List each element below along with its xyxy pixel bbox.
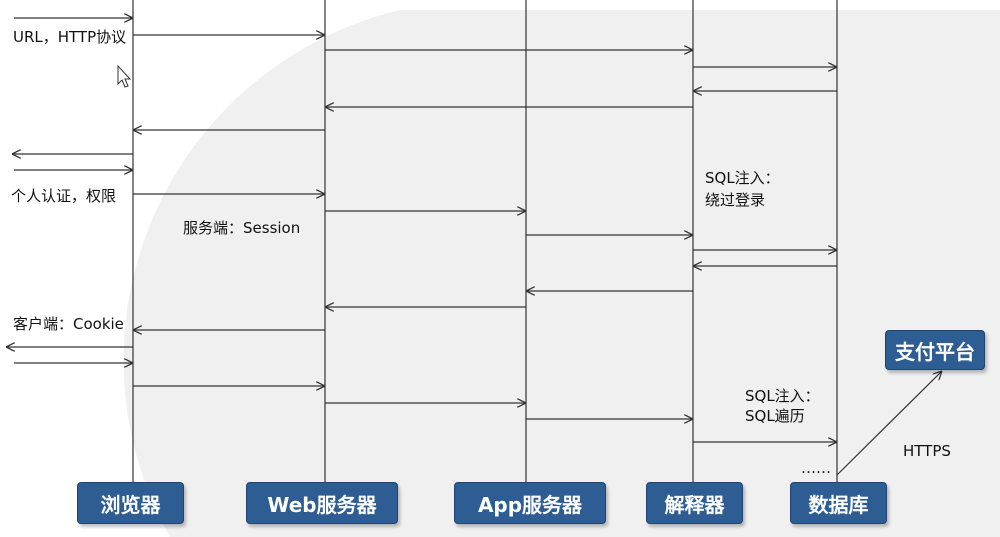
note-server-session: 服务端：Session [183,219,301,237]
note-client-cookie: 客户端：Cookie [13,315,124,333]
note-sqli-login-line1: SQL注入： [705,169,780,187]
participant-database: 数据库 [790,482,887,524]
lifelines [132,0,838,482]
note-sqli-login-line2: 绕过登录 [705,191,766,209]
messages [6,18,942,476]
participant-interpreter: 解释器 [646,482,743,524]
note-auth: 个人认证，权限 [11,187,117,205]
participant-app-server: App服务器 [454,482,606,524]
participant-browser: 浏览器 [77,482,184,524]
note-https: HTTPS [903,442,951,460]
participant-web-server: Web服务器 [246,482,398,524]
background-arc [123,10,1000,537]
note-sqli-traverse-line2: SQL遍历 [745,407,805,425]
msg-db-to-payment [836,371,942,476]
note-sqli-traverse-line1: SQL注入： [745,387,820,405]
cursor-icon [117,64,132,88]
note-ellipsis: …… [801,459,831,477]
note-url-http: URL，HTTP协议 [13,28,127,46]
payment-platform: 支付平台 [885,330,985,370]
